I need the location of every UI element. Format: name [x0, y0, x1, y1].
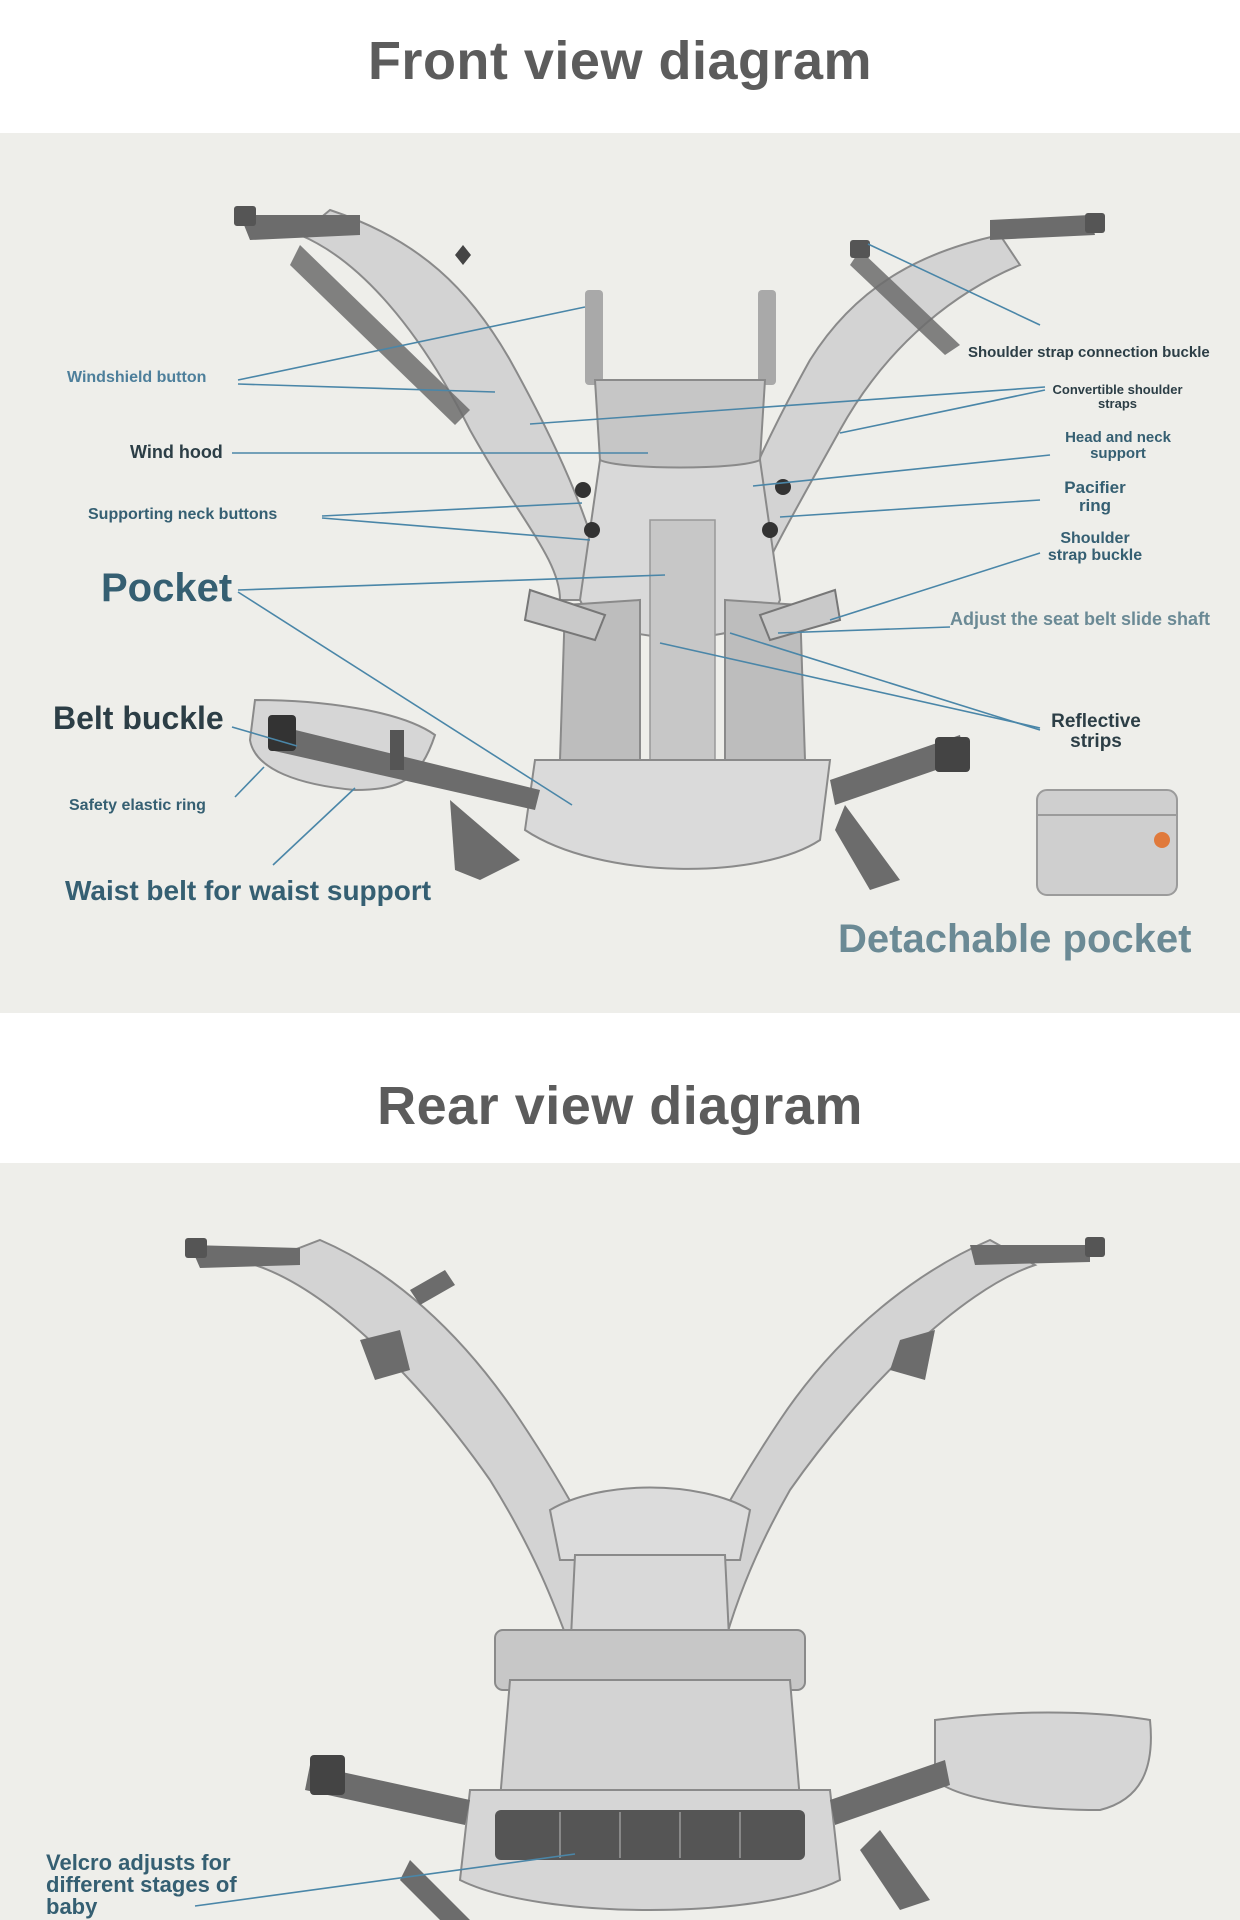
rear-carrier-illustration	[185, 1237, 1152, 1920]
label-shoulder-strap-buckle-line2: strap buckle	[1047, 547, 1143, 564]
label-reflective-strips-line1: Reflective	[1051, 711, 1141, 732]
label-velcro-line2: different stages of	[46, 1872, 237, 1897]
label-wind-hood: Wind hood	[130, 442, 223, 462]
label-belt-buckle: Belt buckle	[53, 700, 224, 736]
label-velcro: Velcro adjusts for different stages of b…	[46, 1852, 237, 1918]
rear-view-title: Rear view diagram	[377, 1076, 863, 1136]
label-reflective-strips-line2: strips	[1070, 731, 1122, 752]
front-view-panel: Windshield button Wind hood Supporting n…	[0, 133, 1240, 1013]
front-view-title: Front view diagram	[367, 31, 873, 91]
label-supporting-neck-buttons: Supporting neck buttons	[88, 506, 278, 523]
label-reflective-strips: Reflective strips	[1040, 712, 1152, 752]
label-head-neck-support-line1: Head and neck	[1065, 429, 1171, 446]
label-pacifier-ring-line2: ring	[1078, 496, 1112, 515]
label-convertible-shoulder-straps: Convertible shoulder straps	[1040, 383, 1195, 411]
label-head-neck-support: Head and neck support	[1043, 430, 1193, 462]
label-detachable-pocket: Detachable pocket	[838, 917, 1192, 961]
label-safety-elastic-ring: Safety elastic ring	[69, 797, 206, 814]
front-carrier-illustration	[231, 206, 1178, 896]
rear-view-panel: Velcro adjusts for different stages of b…	[0, 1163, 1240, 1920]
label-windshield-button: Windshield button	[67, 369, 207, 386]
label-adjust-seat-belt-slide-shaft: Adjust the seat belt slide shaft	[950, 609, 1211, 629]
label-shoulder-strap-buckle-line1: Shoulder	[1060, 530, 1130, 547]
label-pacifier-ring: Pacifier ring	[1045, 479, 1145, 515]
label-pocket: Pocket	[101, 566, 233, 610]
label-shoulder-strap-connection-buckle: Shoulder strap connection buckle	[968, 344, 1210, 361]
label-waist-belt: Waist belt for waist support	[65, 875, 432, 906]
label-convertible-shoulder-straps-line2: straps	[1097, 396, 1138, 411]
label-head-neck-support-line2: support	[1090, 445, 1146, 462]
label-convertible-shoulder-straps-line1: Convertible shoulder	[1052, 382, 1183, 397]
label-velcro-line3: baby	[46, 1894, 98, 1919]
callout-lines	[231, 243, 1051, 866]
label-velcro-line1: Velcro adjusts for	[46, 1850, 231, 1875]
label-shoulder-strap-buckle: Shoulder strap buckle	[1035, 530, 1155, 564]
label-pacifier-ring-line1: Pacifier	[1064, 478, 1126, 497]
velcro-callout-line	[194, 1853, 576, 1907]
